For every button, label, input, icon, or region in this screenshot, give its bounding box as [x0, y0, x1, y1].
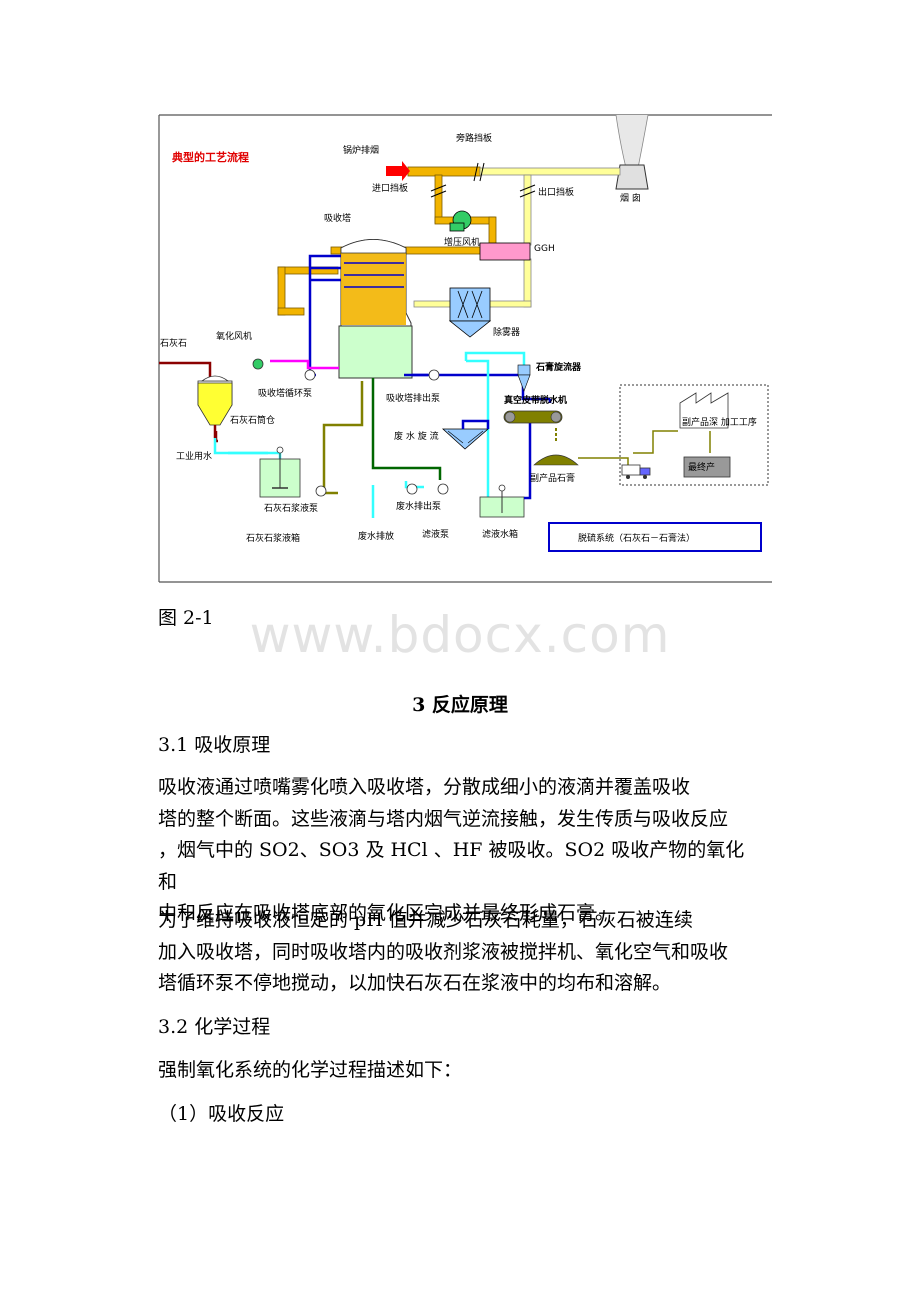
water-lines — [213, 351, 526, 518]
slurry-line — [322, 381, 364, 495]
list-item-absorption-reaction: （1）吸收反应 — [158, 1103, 285, 1125]
paragraph-line: 加入吸收塔，同时吸收塔内的吸收剂浆液被搅拌机、氧化空气和吸收 — [158, 940, 729, 963]
gypsum-pile — [533, 454, 579, 466]
label-final-product: 最终产 — [688, 461, 715, 473]
label-gypsum-cyclone: 石膏旋流器 — [535, 361, 582, 373]
final-product-box — [683, 456, 731, 478]
limestone-slurry-tank — [259, 446, 301, 498]
gypsum-cyclone — [517, 364, 531, 392]
ggh-unit — [479, 242, 531, 261]
label-waste-cyclone: 废 水 旋 流 — [394, 430, 439, 442]
label-recirc-pump: 吸收塔循环泵 — [258, 387, 312, 399]
filtrate-pump-icon — [406, 483, 418, 495]
booster-fan — [449, 210, 472, 232]
label-oxidation-fan: 氧化风机 — [216, 330, 252, 342]
waste-pump-icon — [437, 483, 449, 495]
label-filtrate-tank: 滤液水箱 — [482, 528, 518, 540]
label-bypass-damper: 旁路挡板 — [456, 132, 492, 144]
subheading-chemical: 3.2 化学过程 — [158, 1016, 271, 1038]
label-waste-discharge: 废水排放 — [358, 530, 394, 542]
paragraph-line: 吸收液通过喷嘴雾化喷入吸收塔，分散成细小的液滴并覆盖吸收 — [158, 776, 691, 798]
vacuum-belt-filter — [503, 410, 563, 443]
demister — [448, 287, 492, 338]
figure-title: 典型的工艺流程 — [172, 150, 249, 164]
label-chimney: 烟 囱 — [620, 192, 641, 204]
chimney — [615, 114, 649, 190]
system-name-box — [548, 522, 762, 552]
label-system-name: 脱硫系统（石灰石－石膏法） — [578, 532, 695, 544]
factory-icon — [679, 392, 729, 429]
truck-icon — [621, 464, 651, 479]
label-bleed-pump: 吸收塔排出泵 — [386, 392, 440, 404]
watermark: www.bdocx.com — [249, 606, 671, 664]
label-filtrate-pump: 滤液泵 — [422, 528, 449, 540]
process-flow-diagram: 典型的工艺流程 锅炉排烟 旁路挡板 进口挡板 出口挡板 烟 囱 吸收塔 增压风机… — [158, 113, 772, 583]
paragraph-limestone: 为了维持吸收液恒定的 pH 值并减少石灰石耗量，石灰石被连续 加入吸收塔，同时吸… — [158, 905, 758, 1000]
label-boiler-exhaust: 锅炉排烟 — [343, 144, 379, 156]
paragraph-chemical-intro: 强制氧化系统的化学过程描述如下： — [158, 1059, 463, 1081]
limestone-silo — [197, 375, 233, 438]
label-outlet-damper: 出口挡板 — [538, 186, 574, 198]
slurry-pump-icon — [315, 485, 327, 497]
recirc-pump-icon — [304, 369, 316, 381]
label-byproduct-gypsum: 副产品石膏 — [530, 472, 575, 484]
label-limestone: 石灰石 — [160, 337, 187, 349]
label-absorber: 吸收塔 — [324, 212, 351, 224]
oxidation-fan-icon — [252, 358, 264, 370]
label-slurry-tank: 石灰石浆液箱 — [246, 532, 300, 544]
boiler-exhaust-arrow — [386, 161, 410, 181]
paragraph-line: 为了维持吸收液恒定的 pH 值并减少石灰石耗量，石灰石被连续 — [158, 909, 693, 931]
paragraph-absorption: 吸收液通过喷嘴雾化喷入吸收塔，分散成细小的液滴并覆盖吸收 塔的整个断面。这些液滴… — [158, 772, 758, 930]
label-inlet-damper: 进口挡板 — [372, 182, 408, 194]
figure-caption: 图 2-1 — [158, 607, 214, 629]
section-title: 3 反应原理 — [412, 694, 508, 716]
filtrate-line — [371, 378, 442, 480]
subheading-absorption: 3.1 吸收原理 — [158, 734, 271, 756]
label-silo: 石灰石筒仓 — [230, 414, 275, 426]
label-booster-fan: 增压风机 — [444, 236, 480, 248]
paragraph-line: 塔循环泵不停地搅动，以加快石灰石在浆液中的均布和溶解。 — [158, 972, 672, 994]
paragraph-line: ，烟气中的 SO2、SO3 及 HCl 、HF 被吸收。SO2 吸收产物的氧化和 — [158, 839, 745, 893]
bleed-pump-icon — [428, 369, 440, 381]
label-industrial-water: 工业用水 — [176, 450, 212, 462]
label-ggh: GGH — [534, 244, 555, 254]
label-slurry-pump: 石灰石浆液泵 — [264, 502, 318, 514]
label-demister: 除雾器 — [493, 326, 520, 338]
paragraph-line: 中和反应在吸收塔底部的氧化区完成并最终形成石膏。 — [158, 902, 615, 924]
label-vacuum-belt: 真空皮带脱水机 — [504, 394, 567, 406]
label-waste-pump: 废水排出泵 — [396, 500, 441, 512]
absorber-tower — [338, 239, 413, 379]
waste-water-cyclone — [441, 428, 490, 450]
label-byproduct-process: 副产品深 加工工序 — [682, 416, 757, 428]
oxidation-air-line — [270, 359, 339, 370]
paragraph-line: 塔的整个断面。这些液滴与塔内烟气逆流接触，发生传质与吸收反应 — [158, 807, 729, 830]
filtrate-tank — [479, 484, 525, 518]
byproduct-area — [619, 384, 769, 486]
